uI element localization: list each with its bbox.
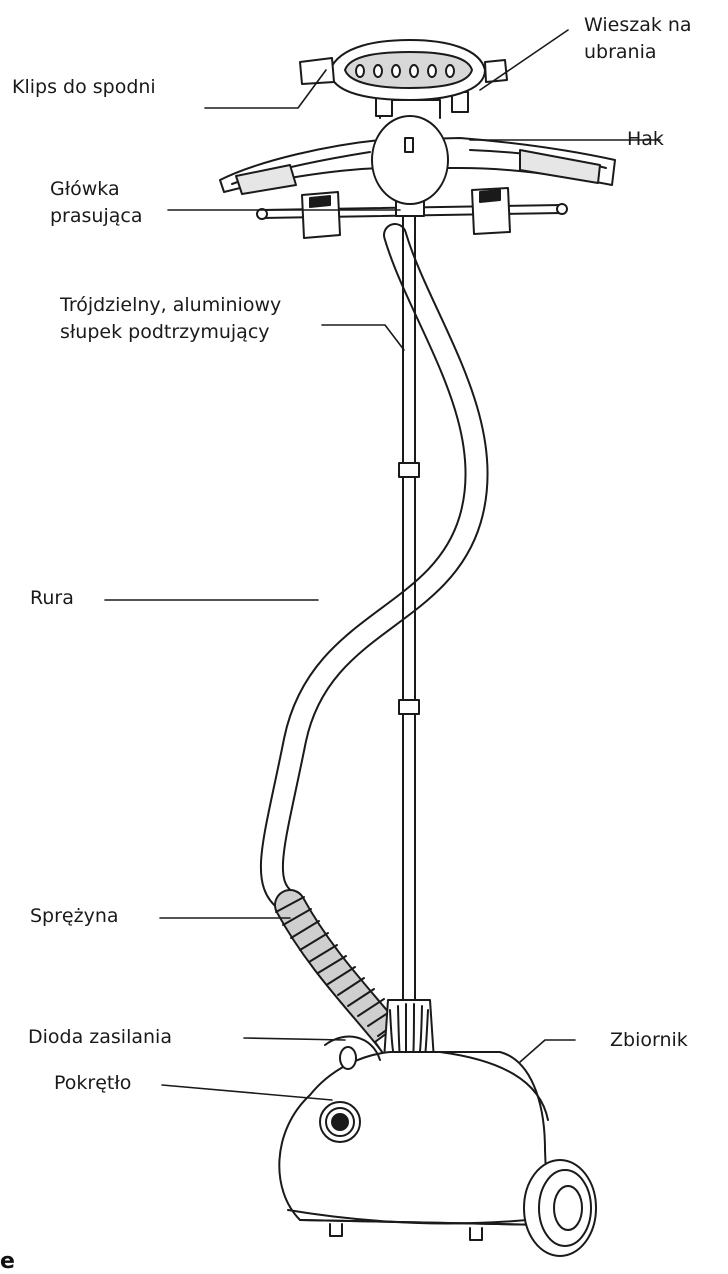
- label-reservoir: Zbiornik: [610, 1029, 688, 1051]
- hanger: [219, 91, 616, 205]
- trouser-clip: [299, 39, 508, 101]
- base-reservoir: [278, 1035, 597, 1257]
- label-trouser-clip: Klips do spodni: [12, 76, 156, 98]
- label-support-pole: Trójdzielny, aluminiowy słupek podtrzymu…: [60, 294, 282, 343]
- leader-lines: [104, 29, 661, 1101]
- label-hose: Rura: [30, 587, 74, 609]
- label-power-led: Dioda zasilania: [28, 1026, 172, 1048]
- label-spring: Sprężyna: [30, 905, 119, 927]
- hose: [259, 223, 489, 912]
- label-pressing-head: Główka prasująca: [50, 178, 143, 227]
- label-clothes-hanger: Wieszak na ubrania: [584, 14, 692, 63]
- label-hook: Hak: [627, 128, 664, 150]
- pressing-bar: [256, 187, 568, 239]
- stray-glyph: e: [0, 1249, 15, 1274]
- label-knob: Pokrętło: [54, 1072, 132, 1094]
